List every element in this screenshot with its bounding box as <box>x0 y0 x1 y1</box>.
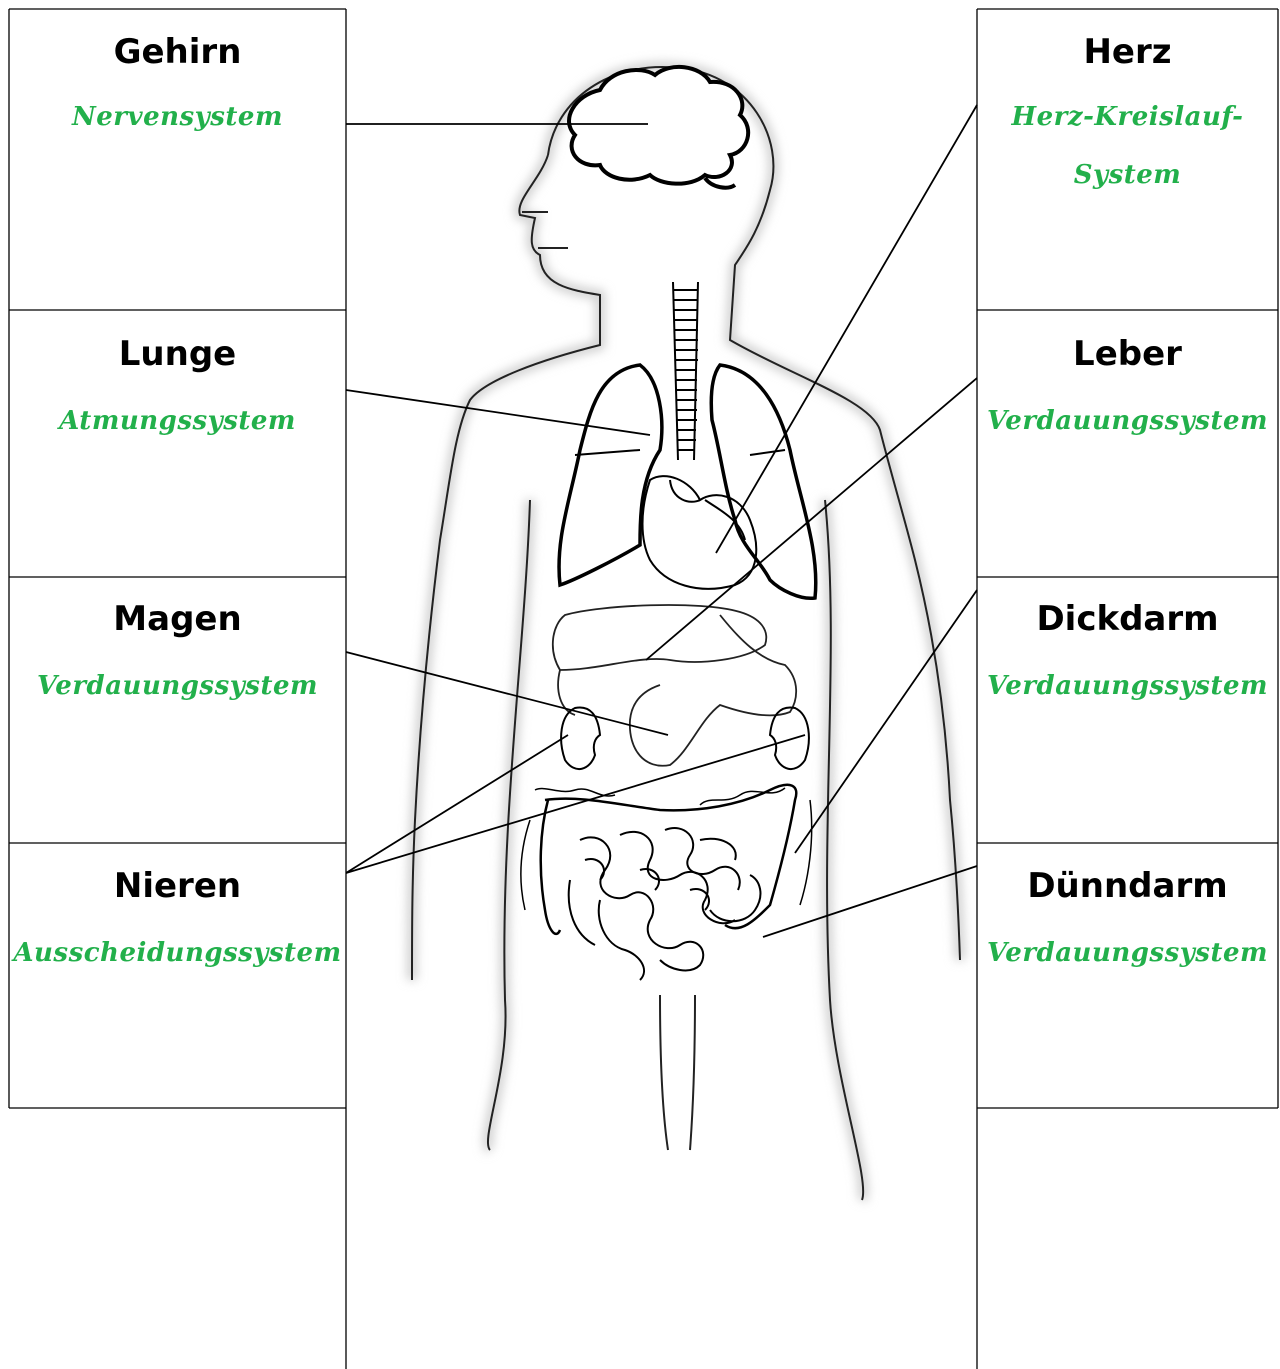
liver-stomach-drawing <box>553 605 796 766</box>
organ-system: Nervensystem <box>9 88 346 146</box>
organ-name: Lunge <box>9 334 346 374</box>
label-box-liver: Leber Verdauungssystem <box>977 334 1278 450</box>
organ-system: Verdauungssystem <box>9 657 346 715</box>
organ-system: Verdauungssystem <box>977 392 1278 450</box>
label-box-brain: Gehirn Nervensystem <box>9 32 346 146</box>
organ-name: Magen <box>9 599 346 639</box>
organ-system: Atmungssystem <box>9 392 346 450</box>
organ-name: Herz <box>977 32 1278 72</box>
label-box-kidneys: Nieren Ausscheidungssystem <box>9 866 346 982</box>
leader-line-heart <box>716 105 977 553</box>
label-box-lung: Lunge Atmungssystem <box>9 334 346 450</box>
organ-name: Leber <box>977 334 1278 374</box>
organ-system: Herz-Kreislauf-System <box>977 88 1278 204</box>
label-box-small-intestine: Dünndarm Verdauungssystem <box>977 866 1278 982</box>
leader-line-kidney-left <box>346 735 568 873</box>
organ-name: Dünndarm <box>977 866 1278 906</box>
body-silhouette-shadow <box>412 67 960 1200</box>
label-box-large-intestine: Dickdarm Verdauungssystem <box>977 599 1278 715</box>
organ-name: Nieren <box>9 866 346 906</box>
label-box-heart: Herz Herz-Kreislauf-System <box>977 32 1278 204</box>
organ-system: Ausscheidungssystem <box>9 924 346 982</box>
organ-system: Verdauungssystem <box>977 924 1278 982</box>
organ-name: Dickdarm <box>977 599 1278 639</box>
leader-line-small-intestine <box>763 866 977 937</box>
trachea-drawing <box>673 282 698 460</box>
organ-name: Gehirn <box>9 32 346 72</box>
label-box-stomach: Magen Verdauungssystem <box>9 599 346 715</box>
leader-line-stomach <box>346 652 668 735</box>
small-intestine-drawing <box>569 828 761 980</box>
leader-line-lung <box>346 390 650 435</box>
organ-system: Verdauungssystem <box>977 657 1278 715</box>
body-silhouette <box>412 67 960 1200</box>
